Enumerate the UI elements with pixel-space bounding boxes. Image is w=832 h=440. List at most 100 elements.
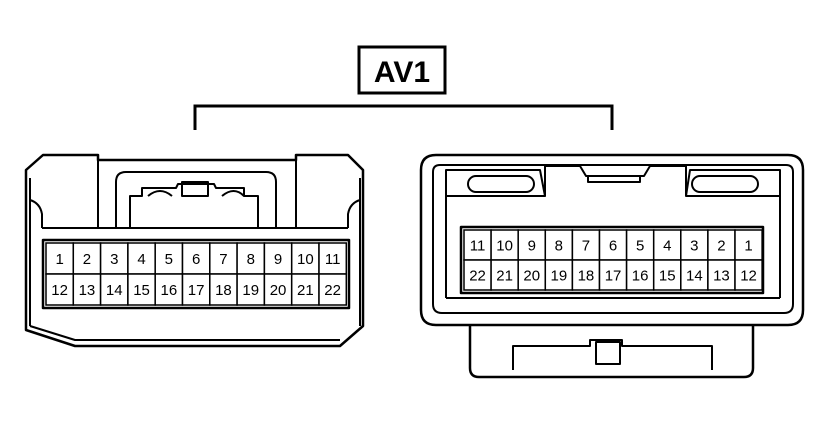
connector-label: AV1	[374, 56, 430, 89]
pin-number: 13	[713, 268, 730, 285]
pin-number: 15	[659, 268, 676, 285]
pin-number: 14	[686, 268, 703, 285]
pin-number: 18	[215, 282, 232, 299]
left-pin-14: 14	[99, 273, 129, 306]
left-pin-7: 7	[209, 242, 238, 275]
right-pin-16: 16	[625, 259, 655, 291]
pin-cell	[99, 273, 129, 306]
right-pin-3: 3	[680, 229, 709, 261]
left-pin-19: 19	[236, 273, 266, 306]
pin-number: 3	[690, 238, 698, 255]
right-pin-21: 21	[490, 259, 519, 291]
pin-cell	[625, 259, 655, 291]
left-pin-13: 13	[72, 273, 102, 306]
pin-number: 1	[55, 251, 63, 268]
pin-number: 11	[470, 238, 486, 255]
pin-number: 4	[663, 238, 671, 255]
pin-number: 22	[324, 282, 341, 299]
pin-cell	[734, 259, 763, 291]
left-connector	[24, 153, 365, 348]
pin-cell	[45, 273, 75, 306]
pin-number: 9	[528, 238, 536, 255]
pin-number: 5	[165, 251, 173, 268]
pin-cell	[127, 273, 156, 306]
left-pin-10: 10	[290, 242, 320, 275]
pin-number: 6	[192, 251, 200, 268]
pin-cell	[571, 229, 601, 261]
right-pin-18: 18	[571, 259, 601, 291]
left-pin-16: 16	[154, 273, 184, 306]
right-pin-22: 22	[463, 259, 492, 291]
pin-number: 17	[605, 268, 622, 285]
pin-number: 2	[83, 251, 91, 268]
left-pin-21: 21	[290, 273, 320, 306]
left-pin-3: 3	[99, 242, 129, 275]
left-pin-12: 12	[45, 273, 75, 306]
right-pin-5: 5	[625, 229, 655, 261]
pin-cell	[209, 242, 238, 275]
pin-number: 21	[297, 282, 314, 299]
pin-number: 10	[496, 238, 513, 255]
left-pin-5: 5	[154, 242, 184, 275]
right-pin-2: 2	[707, 229, 736, 261]
right-pin-9: 9	[517, 229, 547, 261]
right-pin-10: 10	[490, 229, 519, 261]
pin-cell	[517, 259, 547, 291]
right-pin-13: 13	[707, 259, 736, 291]
pin-cell	[318, 273, 348, 306]
right-pin-17: 17	[598, 259, 628, 291]
pin-number: 22	[469, 268, 486, 285]
left-pin-11: 11	[318, 242, 348, 275]
left-pin-20: 20	[263, 273, 293, 306]
left-pin-15: 15	[127, 273, 156, 306]
pin-cell	[571, 259, 601, 291]
pin-cell	[598, 229, 628, 261]
right-pin-1: 1	[734, 229, 763, 261]
pin-number: 3	[110, 251, 118, 268]
left-pin-22: 22	[318, 273, 348, 306]
right-pin-4: 4	[652, 229, 682, 261]
pin-number: 7	[582, 238, 590, 255]
connector-label-box: AV1	[357, 45, 447, 95]
pin-cell	[652, 229, 682, 261]
pin-cell	[263, 242, 293, 275]
pin-number: 20	[270, 282, 287, 299]
right-pin-14: 14	[680, 259, 709, 291]
pin-cell	[236, 273, 266, 306]
pin-number: 8	[247, 251, 255, 268]
pin-number: 11	[325, 251, 341, 268]
right-connector	[419, 153, 805, 379]
pin-number: 1	[744, 238, 752, 255]
pin-cell	[463, 229, 492, 261]
pin-number: 18	[578, 268, 595, 285]
pin-number: 16	[632, 268, 649, 285]
right-pin-19: 19	[544, 259, 574, 291]
left-pin-1: 1	[45, 242, 75, 275]
left-pin-6: 6	[181, 242, 211, 275]
pin-number: 19	[551, 268, 568, 285]
pin-number: 4	[137, 251, 145, 268]
pin-number: 13	[79, 282, 96, 299]
pin-number: 20	[523, 268, 540, 285]
left-pin-17: 17	[181, 273, 211, 306]
right-pin-6: 6	[598, 229, 628, 261]
pin-number: 7	[219, 251, 227, 268]
pin-number: 21	[496, 268, 513, 285]
pin-number: 8	[555, 238, 563, 255]
pin-cell	[181, 242, 211, 275]
pin-number: 12	[740, 268, 757, 285]
right-pin-7: 7	[571, 229, 601, 261]
right-pin-12: 12	[734, 259, 763, 291]
pin-number: 16	[161, 282, 178, 299]
left-pin-4: 4	[127, 242, 156, 275]
left-pin-8: 8	[236, 242, 266, 275]
pin-cell	[734, 229, 763, 261]
left-pin-18: 18	[209, 273, 238, 306]
right-pin-11: 11	[463, 229, 492, 261]
pin-number: 2	[717, 238, 725, 255]
pin-cell	[154, 273, 184, 306]
pin-cell	[209, 273, 238, 306]
left-pin-2: 2	[72, 242, 102, 275]
